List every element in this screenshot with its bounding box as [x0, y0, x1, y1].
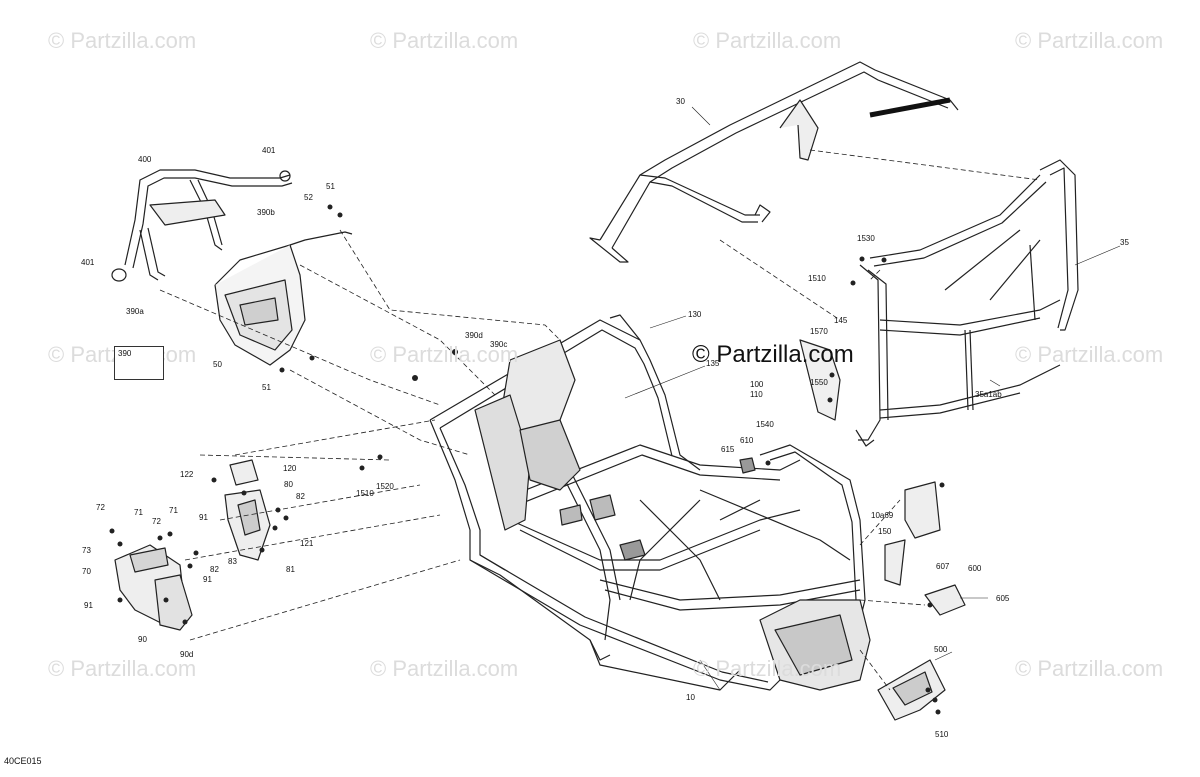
callout-71: 71: [169, 506, 178, 515]
callout-390-box: 390: [114, 346, 164, 380]
callout-110: 110: [750, 390, 763, 399]
diagram-code: 40CE015: [4, 756, 42, 766]
watermark-text: © Partzilla.com: [48, 28, 197, 53]
watermark-text: © Partzilla.com: [1015, 656, 1164, 681]
callout-400: 400: [138, 155, 152, 164]
watermark-text: © Partzilla.com: [370, 342, 519, 367]
callout-10: 10: [686, 693, 695, 702]
callout-30: 30: [676, 97, 685, 106]
callout-390a: 390a: [126, 307, 144, 316]
callout-145: 145: [834, 316, 848, 325]
roll-cage-roof: [589, 61, 1079, 447]
callout-91: 91: [203, 575, 212, 584]
watermark-text: © Partzilla.com: [693, 656, 842, 681]
callout-401: 401: [81, 258, 95, 267]
callout-91: 91: [199, 513, 208, 522]
callout-1530: 1530: [857, 234, 875, 243]
callout-600: 600: [968, 564, 982, 573]
callout-390: 390: [118, 349, 132, 358]
callout-81: 81: [286, 565, 295, 574]
callout-122: 122: [180, 470, 194, 479]
leader-lines-solid: [624, 106, 1121, 691]
callout-10a69: 10a69: [871, 511, 894, 520]
right-brackets: [739, 339, 966, 721]
fasteners: [109, 204, 945, 715]
callout-607: 607: [936, 562, 950, 571]
leader-lines-dashed: [159, 149, 1041, 691]
front-skid-plate: [214, 231, 353, 366]
watermark-text: © Partzilla.com: [48, 656, 197, 681]
front-bumper: [111, 169, 293, 282]
callout-71: 71: [134, 508, 143, 517]
watermark-text: © Partzilla.com: [1015, 342, 1164, 367]
left-brackets: [114, 459, 271, 631]
callout-82: 82: [210, 565, 219, 574]
callout-80: 80: [284, 480, 293, 489]
callout-605: 605: [996, 594, 1010, 603]
callout-72: 72: [96, 503, 105, 512]
callout-82: 82: [296, 492, 305, 501]
callout-150: 150: [878, 527, 892, 536]
callout-1550: 1550: [810, 378, 828, 387]
callout-130: 130: [688, 310, 702, 319]
main-chassis-frame: [429, 314, 871, 691]
callout-51: 51: [262, 383, 271, 392]
callout-615: 615: [721, 445, 735, 454]
watermark-center: © Partzilla.com: [692, 341, 854, 368]
callout-390b: 390b: [257, 208, 275, 217]
callout-90: 90: [138, 635, 147, 644]
callout-1570: 1570: [810, 327, 828, 336]
callout-72: 72: [152, 517, 161, 526]
watermark-text: © Partzilla.com: [693, 28, 842, 53]
watermark-text: © Partzilla.com: [1015, 28, 1164, 53]
callout-121: 121: [300, 539, 314, 548]
callout-1540: 1540: [756, 420, 774, 429]
callout-70: 70: [82, 567, 91, 576]
callout-73: 73: [82, 546, 91, 555]
callout-390c: 390c: [490, 340, 508, 349]
callout-90d: 90d: [180, 650, 194, 659]
callout-610: 610: [740, 436, 754, 445]
callout-52: 52: [304, 193, 313, 202]
callout-390d: 390d: [465, 331, 483, 340]
callout-500: 500: [934, 645, 948, 654]
callout-1520: 1520: [376, 482, 394, 491]
watermark-text: © Partzilla.com: [370, 656, 519, 681]
callout-35: 35: [1120, 238, 1129, 247]
callout-51: 51: [326, 182, 335, 191]
callout-510: 510: [935, 730, 949, 739]
callout-135: 135: [706, 359, 720, 368]
callout-50: 50: [213, 360, 222, 369]
callout-91: 91: [84, 601, 93, 610]
callout-35a1ab: 35a1ab: [975, 390, 1002, 399]
callout-1510: 1510: [808, 274, 826, 283]
callout-120: 120: [283, 464, 297, 473]
callout-83: 83: [228, 557, 237, 566]
callout-1510: 1510: [356, 489, 374, 498]
callout-100: 100: [750, 380, 764, 389]
watermark-text: © Partzilla.com: [370, 28, 519, 53]
callout-401: 401: [262, 146, 276, 155]
